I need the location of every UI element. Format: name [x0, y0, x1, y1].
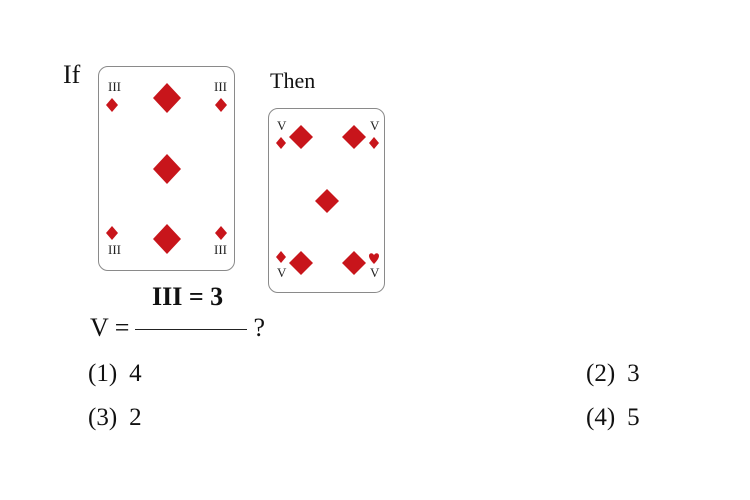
diamond-icon	[153, 83, 181, 113]
card-three-rank-bottom-left: III	[108, 242, 121, 257]
diamond-icon	[215, 98, 227, 112]
card-five-rank-top-left: V	[277, 118, 287, 133]
card-three-pips	[106, 83, 227, 254]
option-value: 5	[627, 404, 640, 431]
question-suffix: ?	[253, 313, 266, 342]
card-three-rank-top-right: III	[214, 79, 227, 94]
diamond-icon	[315, 189, 339, 213]
diamond-icon	[215, 226, 227, 240]
card-five-rank-bottom-left: V	[277, 265, 287, 280]
then-label: Then	[270, 68, 316, 93]
card-three-rank-top-left: III	[108, 79, 121, 94]
option-3[interactable]: (3) 2	[88, 404, 142, 432]
diamond-icon	[153, 154, 181, 184]
diamond-icon	[342, 251, 366, 275]
heart-icon	[369, 253, 379, 264]
option-value: 4	[129, 360, 142, 387]
diamond-icon	[276, 137, 286, 149]
question: V =?	[90, 313, 265, 343]
diamond-icon	[276, 251, 286, 263]
option-number: (3)	[88, 404, 118, 431]
diamond-icon	[369, 137, 379, 149]
option-4[interactable]: (4) 5	[586, 404, 640, 432]
diamond-icon	[289, 125, 313, 149]
card-three-rank-bottom-right: III	[214, 242, 227, 257]
option-1[interactable]: (1) 4	[88, 360, 142, 388]
question-prefix: V =	[90, 313, 130, 342]
answer-blank	[135, 329, 248, 330]
option-value: 2	[129, 404, 142, 431]
equation: III = 3	[152, 282, 224, 311]
diamond-icon	[106, 98, 118, 112]
card-three-of-diamonds: III III III III	[98, 66, 235, 271]
card-five-of-diamonds: V V V V	[268, 108, 385, 293]
card-five-rank-bottom-right: V	[370, 265, 380, 280]
option-number: (4)	[586, 404, 616, 431]
diamond-icon	[106, 226, 118, 240]
diamond-icon	[342, 125, 366, 149]
card-five-pips	[276, 125, 379, 275]
option-number: (1)	[88, 360, 118, 387]
diamond-icon	[153, 224, 181, 254]
option-value: 3	[627, 360, 640, 387]
card-five-rank-top-right: V	[370, 118, 380, 133]
option-number: (2)	[586, 360, 616, 387]
option-2[interactable]: (2) 3	[586, 360, 640, 388]
if-label: If	[63, 60, 81, 89]
diamond-icon	[289, 251, 313, 275]
